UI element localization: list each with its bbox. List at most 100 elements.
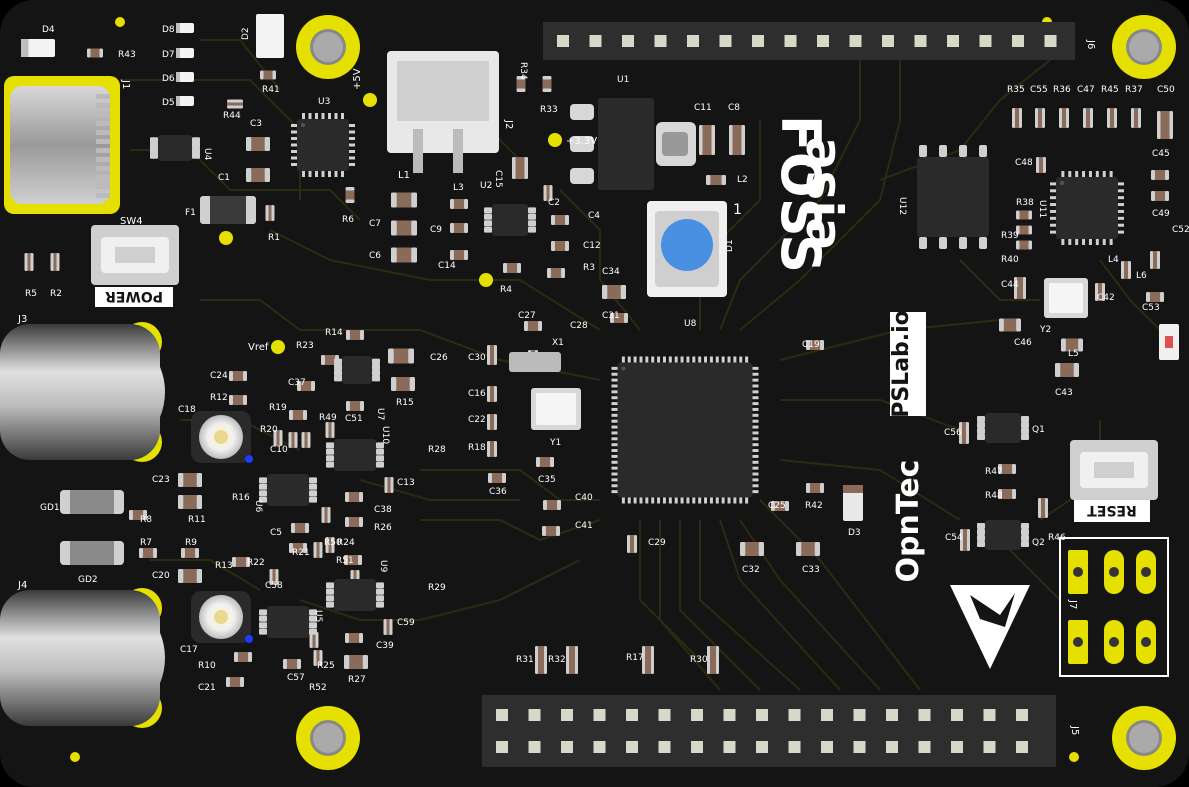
chip-pin [1021,523,1029,529]
header-pin[interactable] [886,709,898,721]
header-pin[interactable] [788,741,801,753]
trim-pot-upper[interactable] [191,411,253,463]
header-pin[interactable] [788,709,801,721]
passive-terminal [313,650,317,666]
header-pin[interactable] [951,741,963,753]
passive-terminal [1019,108,1022,128]
passive-terminal [556,526,560,536]
header-pin[interactable] [886,741,898,753]
header-pad-drill [1073,567,1083,577]
passive-body [998,464,1016,474]
header-pin[interactable] [821,741,833,753]
fiducial [70,752,80,762]
passive-terminal [1016,210,1020,220]
chip-pin [308,171,312,177]
header-pin[interactable] [951,709,963,721]
header-pin[interactable] [658,741,671,753]
header-pin[interactable] [882,35,894,47]
header-pin[interactable] [557,35,569,47]
silkscreen-ref-c13: C13 [397,478,415,488]
resistor [383,619,393,635]
header-pin[interactable] [654,35,667,47]
header-pin[interactable] [756,741,768,753]
silkscreen-ref-c29: C29 [648,538,666,548]
header-pin[interactable] [849,35,862,47]
passive-terminal [391,220,397,236]
header-pin[interactable] [561,741,573,753]
silkscreen-ref-c49: C49 [1152,209,1170,219]
header-pin[interactable] [918,741,931,753]
u9-ref-label: U9 [378,560,388,573]
header-pin[interactable] [626,709,638,721]
header-pin[interactable] [691,709,703,721]
header-pin[interactable] [983,709,996,721]
trim-pot-lower[interactable] [191,591,253,643]
chip-pin [321,171,325,177]
header-pin[interactable] [687,35,699,47]
capacitor [291,523,309,533]
header-pin[interactable] [947,35,959,47]
header-pin[interactable] [853,741,866,753]
passive-terminal [289,543,293,553]
power-switch[interactable] [91,225,179,285]
header-pin[interactable] [658,709,671,721]
header-pin[interactable] [979,35,992,47]
u11-ref-label: U11 [1037,200,1047,218]
header-pin[interactable] [914,35,927,47]
header-pin[interactable] [784,35,797,47]
header-pin[interactable] [817,35,829,47]
chip-pin [627,497,631,504]
header-pin[interactable] [1044,35,1057,47]
chip-pin [328,113,331,119]
passive-terminal [232,557,236,567]
passive-terminal [1165,170,1169,180]
passive-terminal [30,253,34,271]
capacitor [260,70,276,80]
header-pin[interactable] [691,741,703,753]
header-pin[interactable] [1012,35,1024,47]
chip-pin [1082,171,1086,177]
header-housing [482,695,1056,767]
header-pin[interactable] [723,741,736,753]
header-pin[interactable] [589,35,602,47]
silkscreen-ref-r41: R41 [262,85,280,95]
silkscreen-ref-r37: R37 [1125,85,1143,95]
passive-terminal [346,330,350,340]
passive-terminal [542,76,552,80]
header-pin[interactable] [1016,709,1028,721]
header-pin[interactable] [983,741,996,753]
passive-terminal [565,215,569,225]
header-pin[interactable] [593,709,606,721]
header-pin[interactable] [918,709,931,721]
header-pin[interactable] [528,709,541,721]
reset-switch[interactable] [1070,440,1158,500]
passive-body [1061,338,1083,352]
header-pin[interactable] [496,741,508,753]
passive-terminal [99,48,103,58]
header-pin[interactable] [756,709,768,721]
header-pin[interactable] [561,709,573,721]
header-pin[interactable] [626,741,638,753]
silkscreen-ref-r47: R47 [985,467,1003,477]
chip-pin [1061,171,1065,177]
regulator-lead [570,104,594,120]
header-pin[interactable] [528,741,541,753]
header-pin[interactable] [853,709,866,721]
header-pin[interactable] [622,35,634,47]
header-pin[interactable] [719,35,732,47]
chip-pin [1095,239,1099,245]
header-pin[interactable] [1016,741,1028,753]
chip-pin [528,207,536,214]
chip-pin [692,497,696,504]
u11-chip [1050,171,1124,245]
mounting-hole-drill-inner [1129,32,1159,62]
silkscreen-ref-c25: C25 [768,501,786,511]
header-pin[interactable] [752,35,764,47]
header-pin[interactable] [821,709,833,721]
passive-body [488,473,506,483]
header-pin[interactable] [593,741,606,753]
header-pin[interactable] [723,709,736,721]
header-pin[interactable] [496,709,508,721]
jst-cavity [397,61,489,121]
capacitor [1146,292,1164,302]
